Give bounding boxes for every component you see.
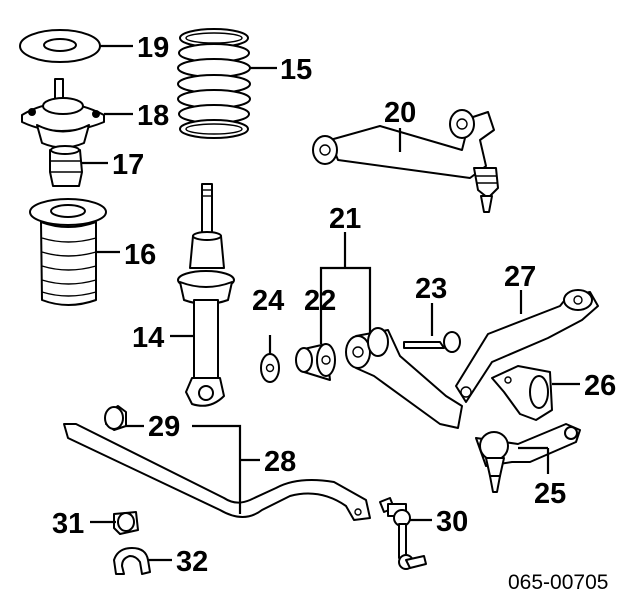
label-24: 24 [252,285,284,317]
label-31: 31 [52,508,84,540]
figure-code: 065-00705 [508,571,608,594]
label-17: 17 [112,149,144,181]
part-28-stabilizer-bar [63,423,371,521]
part-18-strut-mount [21,78,133,149]
label-18: 18 [137,100,169,132]
part-26-bracket [491,365,580,421]
label-21: 21 [329,203,361,235]
part-27-strut-rod [455,289,599,403]
label-28: 28 [264,446,296,478]
part-17-bump-stop [49,145,108,187]
label-27: 27 [504,261,536,293]
part-23-bolt [403,303,461,353]
part-15-coil-spring [177,28,277,139]
label-23: 23 [415,273,447,305]
label-32: 32 [176,546,208,578]
part-22-bushing [295,272,336,381]
label-15: 15 [280,54,312,86]
part-29-stabilizer-bushing [104,405,242,460]
label-30: 30 [436,506,468,538]
label-29: 29 [148,411,180,443]
label-20: 20 [384,97,416,129]
part-19-spring-seat-plate [19,29,133,63]
label-26: 26 [584,370,616,402]
label-14: 14 [132,322,164,354]
label-22: 22 [304,285,336,317]
part-20-upper-control-arm [312,109,499,213]
label-19: 19 [137,32,169,64]
part-25-knuckle-arm [475,423,581,493]
part-14-shock-absorber [170,183,235,407]
label-16: 16 [124,239,156,271]
part-24-small-bushing [260,335,280,383]
part-21-lower-control-arm [319,232,463,429]
part-30-stabilizer-link [379,497,432,570]
part-32-clamp-bracket [113,547,172,575]
label-25: 25 [534,478,566,510]
part-31-clamp-bushing [90,511,139,535]
part-16-dust-boot [29,198,120,306]
